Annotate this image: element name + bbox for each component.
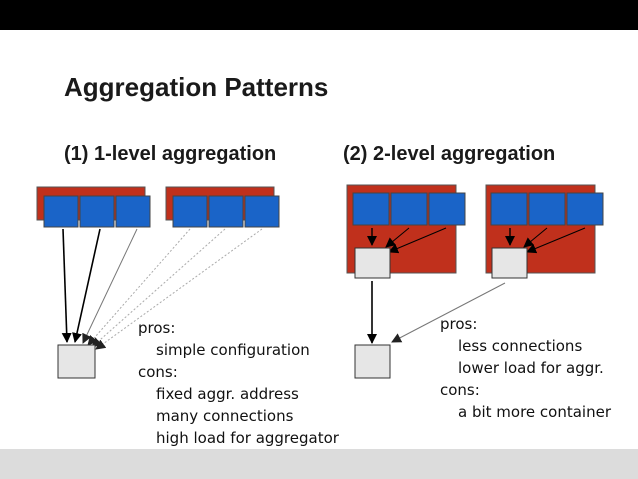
- right-host-2-node-3: [566, 192, 604, 226]
- left-aggregator: [57, 344, 96, 379]
- right-host-1-aggregator: [354, 247, 391, 279]
- left-host-1-node-3: [115, 195, 151, 228]
- right-pro-item: less connections: [458, 337, 583, 355]
- left-con-item: fixed aggr. address: [156, 385, 299, 403]
- right-host-1: [346, 184, 466, 279]
- left-host-2-node-2: [208, 195, 244, 228]
- top-bar: [0, 0, 638, 30]
- right-host-2-node-2: [528, 192, 566, 226]
- right-cons-label: cons:: [440, 381, 480, 399]
- right-host-1-node-3: [428, 192, 466, 226]
- left-host-1: [36, 186, 151, 228]
- right-host-1-node-2: [390, 192, 428, 226]
- left-con-item: high load for aggregator: [156, 429, 339, 447]
- left-notes: pros: simple configuration cons: fixed a…: [138, 317, 339, 449]
- right-pros-label: pros:: [440, 315, 478, 333]
- left-con-item: many connections: [156, 407, 294, 425]
- right-con-item: a bit more container: [458, 403, 611, 421]
- left-pro-item: simple configuration: [156, 341, 310, 359]
- right-connections: [367, 281, 506, 344]
- left-host-1-node-2: [79, 195, 115, 228]
- right-top-aggregator: [354, 344, 391, 379]
- left-host-2: [165, 186, 280, 228]
- left-pros-label: pros:: [138, 319, 176, 337]
- right-host-1-node-1: [352, 192, 390, 226]
- left-host-2-node-1: [172, 195, 208, 228]
- right-host-2-node-1: [490, 192, 528, 226]
- left-host-1-node-1: [43, 195, 79, 228]
- left-host-2-node-3: [244, 195, 280, 228]
- bottom-bar: [0, 449, 638, 479]
- right-pro-item: lower load for aggr.: [458, 359, 604, 377]
- slide-title: Aggregation Patterns: [64, 72, 329, 102]
- left-cons-label: cons:: [138, 363, 178, 381]
- left-pattern-heading: (1) 1-level aggregation: [64, 143, 277, 165]
- right-notes: pros: less connections lower load for ag…: [440, 313, 611, 423]
- right-host-2-aggregator: [491, 247, 528, 279]
- left-connections: [61, 228, 263, 350]
- right-pattern-heading: (2) 2-level aggregation: [343, 143, 556, 165]
- right-host-2: [485, 184, 604, 279]
